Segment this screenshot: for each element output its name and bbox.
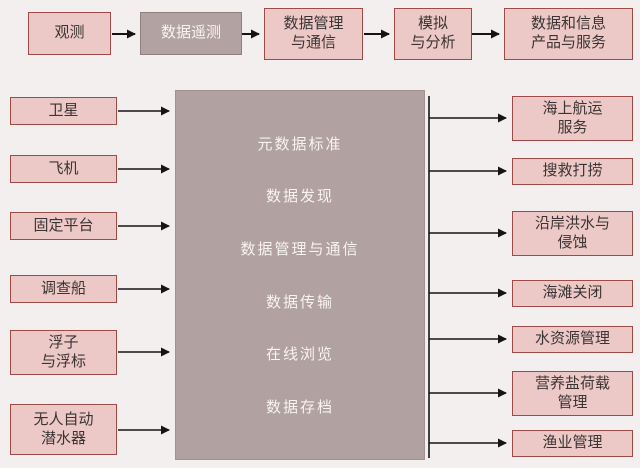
service-box-search-rescue: 搜救打捞	[512, 158, 633, 185]
source-box-auv: 无人自动 潜水器	[10, 404, 117, 455]
source-arrows	[118, 106, 170, 435]
source-box-floats-buoys: 浮子 与浮标	[10, 330, 117, 375]
center-item-data-discovery: 数据发现	[265, 188, 334, 206]
service-box-fisheries: 渔业管理	[512, 430, 633, 457]
service-box-shipping: 海上航运 服务	[512, 96, 633, 141]
flow-box-data-management: 数据管理 与通信	[264, 8, 363, 60]
center-item-data-archiving: 数据存档	[265, 399, 334, 417]
center-item-data-transmission: 数据传输	[265, 293, 334, 311]
flow-box-products-services: 数据和信息 产品与服务	[504, 8, 633, 60]
center-item-metadata-standards: 元数据标准	[257, 135, 343, 153]
service-box-coastal-flooding: 沿岸洪水与 侵蚀	[512, 211, 633, 256]
service-arrows	[428, 96, 507, 458]
center-item-data-management-comms: 数据管理与通信	[240, 241, 360, 259]
source-box-aircraft: 飞机	[10, 155, 117, 183]
flow-box-simulation-analysis: 模拟 与分析	[394, 8, 472, 60]
service-box-water-resources: 水资源管理	[512, 326, 633, 353]
source-box-survey-ship: 调查船	[10, 275, 117, 303]
service-box-nutrient-load: 营养盐荷载 管理	[512, 371, 633, 416]
service-box-beach-closure: 海滩关闭	[512, 280, 633, 307]
flow-box-telemetry: 数据遥测	[140, 12, 242, 55]
source-box-fixed-platform: 固定平台	[10, 212, 117, 240]
center-item-online-browsing: 在线浏览	[265, 346, 334, 364]
source-box-satellite: 卫星	[10, 97, 117, 125]
center-box-data-management: 元数据标准 数据发现 数据管理与通信 数据传输 在线浏览 数据存档	[175, 90, 425, 460]
flow-box-observation: 观测	[28, 12, 111, 55]
